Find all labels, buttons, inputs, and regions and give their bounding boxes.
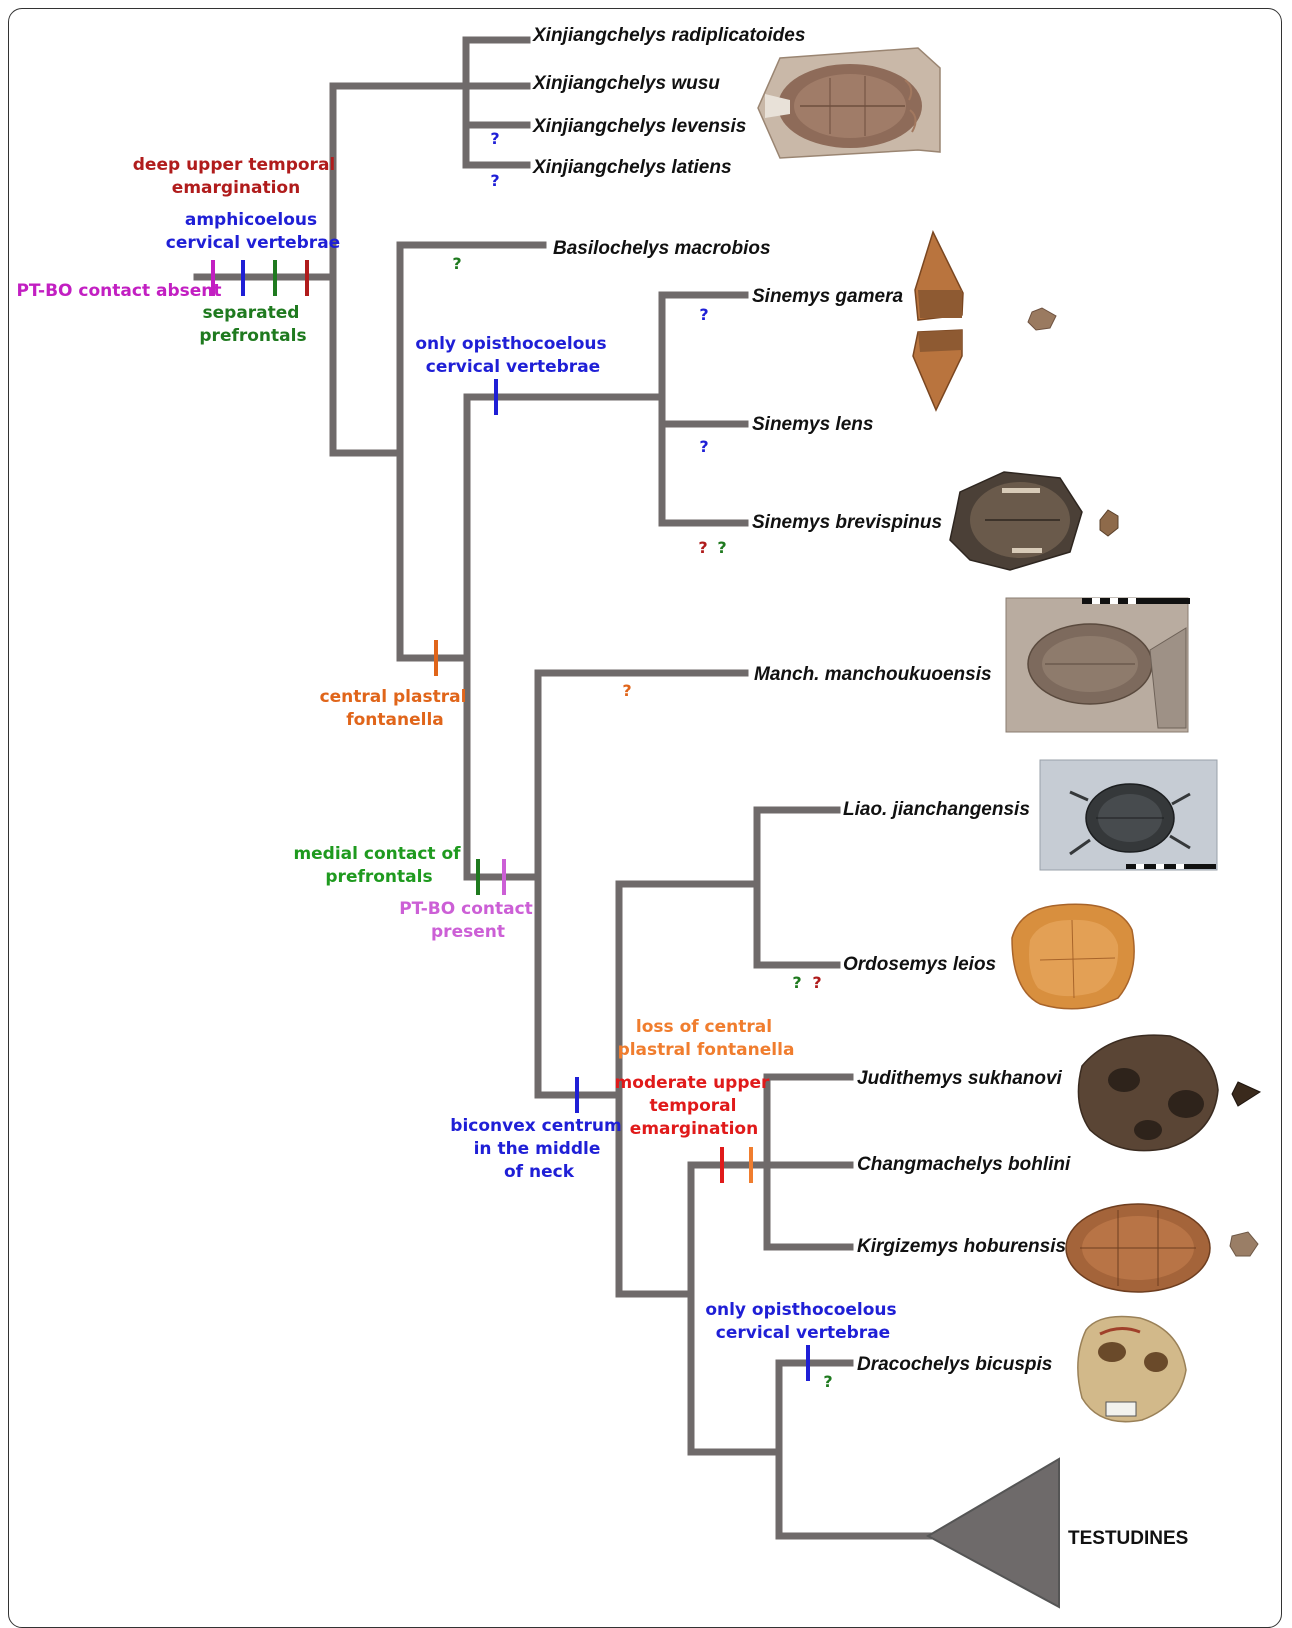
label-deep-temporal-line1: deep upper temporal (133, 155, 336, 175)
qmark-ordosemys-green: ? (792, 973, 801, 992)
label-separated-prefrontals-line2: prefrontals (199, 326, 306, 346)
taxon-xinjiangchelys-latiens: Xinjiangchelys latiens (532, 157, 732, 178)
taxon-judithemys-sukhanovi: Judithemys sukhanovi (857, 1068, 1063, 1089)
label-deep-temporal-line2: emargination (172, 178, 300, 198)
specimen-kirgizemys-shell (1065, 1203, 1259, 1293)
label-loss-fontanella-line2: plastral fontanella (618, 1040, 795, 1060)
taxon-labels: Xinjiangchelys radiplicatoides Xinjiangc… (532, 25, 1188, 1549)
testudines-clade-triangle (925, 1457, 1060, 1609)
qmark-dracochelys: ? (823, 1372, 832, 1391)
specimen-sinemys-gamera (912, 229, 1057, 412)
label-biconvex-line1: biconvex centrum (450, 1116, 621, 1136)
label-opisthocoelous-1-line1: only opisthocoelous (415, 334, 606, 354)
label-opisthocoelous-2-line1: only opisthocoelous (705, 1300, 896, 1320)
label-central-fontanella-line1: central plastral (320, 687, 467, 707)
taxon-xinjiangchelys-radiplicatoides: Xinjiangchelys radiplicatoides (532, 25, 805, 46)
clade-testudines: TESTUDINES (1068, 1528, 1188, 1549)
character-labels: deep upper temporal emargination amphico… (16, 155, 896, 1343)
qmark-latiens: ? (490, 171, 499, 190)
taxon-basilochelys-macrobios: Basilochelys macrobios (553, 238, 771, 259)
qmark-manch: ? (622, 681, 631, 700)
specimen-liaochelys-slab (1039, 759, 1218, 871)
character-ticks (211, 260, 810, 1381)
taxon-sinemys-brevispinus: Sinemys brevispinus (752, 512, 942, 533)
qmark-gamera: ? (699, 305, 708, 324)
label-loss-fontanella-line1: loss of central (636, 1017, 772, 1037)
specimen-judithemys-skull (1077, 1034, 1262, 1152)
label-moderate-temporal-line2: temporal (650, 1096, 737, 1116)
label-ptbo-absent: PT-BO contact absent (16, 281, 221, 301)
label-opisthocoelous-1-line2: cervical vertebrae (426, 357, 600, 377)
label-opisthocoelous-2-line2: cervical vertebrae (716, 1323, 890, 1343)
specimen-ordosemys-shell (1011, 903, 1135, 1010)
label-amphicoelous-line1: amphicoelous (185, 210, 317, 230)
specimen-dracochelys-skull (1077, 1315, 1187, 1423)
taxon-ordosemys-leios: Ordosemys leios (843, 954, 996, 975)
qmark-basilochelys: ? (452, 254, 461, 273)
label-separated-prefrontals-line1: separated (203, 303, 300, 323)
specimen-manchurochelys-slab (1005, 597, 1190, 733)
qmark-levensis: ? (490, 129, 499, 148)
taxon-dracochelys-bicuspis: Dracochelys bicuspis (857, 1354, 1052, 1375)
label-medial-prefrontals-line1: medial contact of (293, 844, 461, 864)
specimen-sinemys-brevispinus (949, 471, 1119, 571)
label-moderate-temporal-line1: moderate upper (615, 1073, 770, 1093)
taxon-changmachelys-bohlini: Changmachelys bohlini (857, 1154, 1071, 1175)
taxon-xinjiangchelys-wusu: Xinjiangchelys wusu (532, 73, 720, 94)
qmark-brevispinus-green: ? (717, 538, 726, 557)
qmark-brevispinus-red: ? (698, 538, 707, 557)
label-amphicoelous-line2: cervical vertebrae (166, 233, 340, 253)
label-medial-prefrontals-line2: prefrontals (325, 867, 432, 887)
qmark-lens: ? (699, 437, 708, 456)
taxon-sinemys-gamera: Sinemys gamera (752, 286, 903, 307)
taxon-kirgizemys-hoburensis: Kirgizemys hoburensis (857, 1236, 1066, 1257)
taxon-xinjiangchelys-levensis: Xinjiangchelys levensis (532, 116, 746, 137)
label-central-fontanella-line2: fontanella (346, 710, 444, 730)
label-ptbo-present-line2: present (431, 922, 505, 942)
label-biconvex-line3: of neck (504, 1162, 575, 1182)
taxon-manch-manchoukuoensis: Manch. manchoukuoensis (754, 664, 992, 685)
uncertainty-marks: ? ? ? ? ? ? ? ? ? ? ? (452, 129, 832, 1391)
taxon-sinemys-lens: Sinemys lens (752, 414, 873, 435)
specimen-photos (757, 47, 1262, 1423)
specimen-xinjiangchelys-shell (757, 47, 941, 159)
taxon-liao-jianchangensis: Liao. jianchangensis (843, 799, 1030, 820)
label-moderate-temporal-line3: emargination (630, 1119, 758, 1139)
label-biconvex-line2: in the middle (474, 1139, 601, 1159)
qmark-ordosemys-red: ? (812, 973, 821, 992)
label-ptbo-present-line1: PT-BO contact (399, 899, 533, 919)
